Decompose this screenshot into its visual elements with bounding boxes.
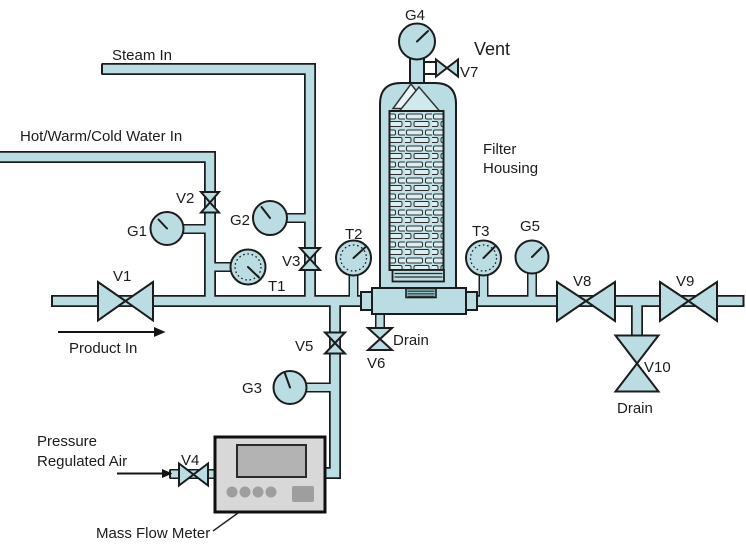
product-in-arrow <box>58 327 166 337</box>
meter-button-1 <box>226 486 238 498</box>
label-drain-v10: Drain <box>617 400 653 417</box>
label-v7: V7 <box>460 64 478 81</box>
valve-v7 <box>435 57 459 79</box>
valve-v10 <box>613 334 661 393</box>
label-mass-flow-meter: Mass Flow Meter <box>96 525 210 542</box>
meter-button-4 <box>265 486 277 498</box>
label-steam-in: Steam In <box>112 47 172 64</box>
gauge-g1 <box>149 211 185 246</box>
label-t3: T3 <box>472 223 490 240</box>
filter-bottom-plate <box>391 269 445 283</box>
label-v2: V2 <box>176 190 194 207</box>
label-drain-v6: Drain <box>393 332 429 349</box>
vessel-neck <box>409 56 425 86</box>
valve-v4 <box>178 461 209 488</box>
valve-v2 <box>198 191 222 214</box>
air-in-arrow <box>117 469 173 478</box>
label-pressure-air-2: Regulated Air <box>37 453 127 470</box>
label-v1: V1 <box>113 268 131 285</box>
label-v9: V9 <box>676 273 694 290</box>
valve-v6 <box>365 327 395 351</box>
valve-v9 <box>659 280 718 323</box>
base-nozzle <box>405 287 437 299</box>
label-v5: V5 <box>295 338 313 355</box>
meter-button-2 <box>239 486 251 498</box>
label-v8: V8 <box>573 273 591 290</box>
gauge-g3 <box>272 370 308 405</box>
gauge-t2 <box>335 239 372 277</box>
label-v10: V10 <box>644 359 671 376</box>
label-v6: V6 <box>367 355 385 372</box>
diagram-labels: Steam In Hot/Warm/Cold Water In Product … <box>20 7 694 542</box>
mass-flow-meter <box>212 435 327 532</box>
label-t1: T1 <box>268 278 286 295</box>
meter-button-3 <box>252 486 264 498</box>
base-flange-right <box>465 291 478 311</box>
label-v3: V3 <box>282 253 300 270</box>
label-g5: G5 <box>520 218 540 235</box>
valve-v8 <box>556 280 616 323</box>
meter-leader-line <box>212 512 239 532</box>
filter-housing-vessel <box>379 56 457 291</box>
base-flange-left <box>360 291 373 311</box>
label-filter-housing-1: Filter <box>483 141 516 158</box>
valve-v1 <box>97 280 154 323</box>
gauges-group <box>149 22 550 405</box>
gauge-t1 <box>229 248 267 286</box>
filter-element-bricks <box>388 110 445 271</box>
filter-housing-base <box>360 287 478 315</box>
valve-v5 <box>322 331 348 355</box>
gauge-g5 <box>514 239 550 275</box>
label-pressure-air-1: Pressure <box>37 433 97 450</box>
label-g4: G4 <box>405 7 425 24</box>
label-product-in: Product In <box>69 340 137 357</box>
label-filter-housing-2: Housing <box>483 160 538 177</box>
label-g2: G2 <box>230 212 250 229</box>
flow-arrows <box>58 327 173 478</box>
meter-button-enter <box>292 486 314 502</box>
vent-stub <box>423 61 437 75</box>
gauge-g2 <box>252 200 288 236</box>
valve-v3 <box>297 247 323 271</box>
label-g3: G3 <box>242 380 262 397</box>
gauge-t3 <box>465 239 502 277</box>
label-g1: G1 <box>127 223 147 240</box>
label-v4: V4 <box>181 452 199 469</box>
meter-display <box>236 444 307 478</box>
gauge-g4 <box>398 22 436 61</box>
valves <box>97 57 718 488</box>
label-water-in: Hot/Warm/Cold Water In <box>20 128 182 145</box>
label-vent: Vent <box>474 39 510 59</box>
label-t2: T2 <box>345 226 363 243</box>
